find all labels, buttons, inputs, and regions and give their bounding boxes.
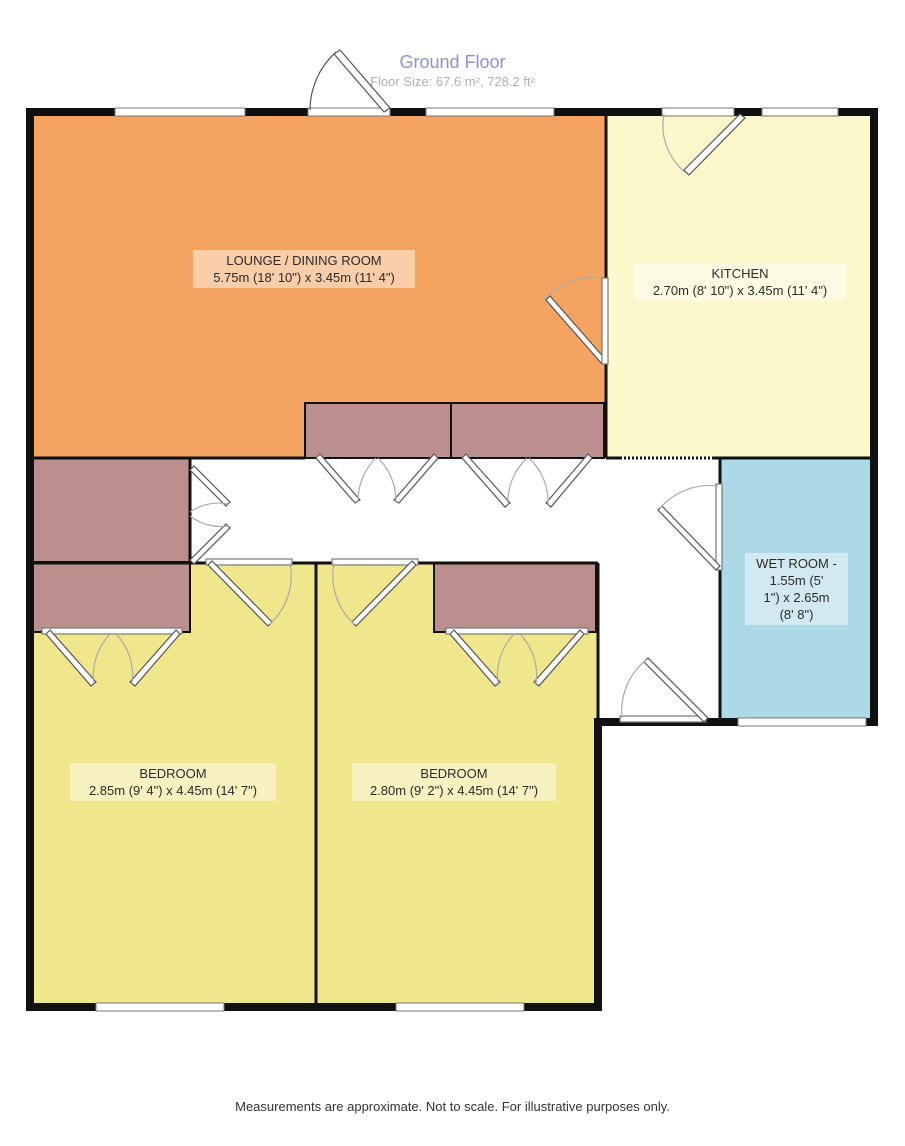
wet-room-area (720, 458, 874, 722)
front-door-opening (307, 107, 391, 117)
room-size: 2.70m (8' 10") x 3.45m (11' 4") (652, 283, 828, 298)
cupboard (31, 457, 191, 563)
cupboard (304, 402, 452, 459)
room-name: BEDROOM (139, 766, 207, 781)
cupboard (433, 562, 597, 633)
kitchen-area (606, 112, 874, 458)
room-size: 2.85m (9' 4") x 4.45m (14' 7") (88, 783, 258, 798)
room-name: LOUNGE / DINING ROOM (226, 253, 382, 268)
lounge-label: LOUNGE / DINING ROOM 5.75m (18' 10") x 3… (193, 250, 415, 288)
room-name: KITCHEN (711, 266, 769, 281)
cupboard (31, 562, 191, 633)
room-size: 1.55m (5' (769, 573, 824, 588)
room-size: 2.80m (9' 2") x 4.45m (14' 7") (369, 783, 539, 798)
room-size: 1") x 2.65m (763, 590, 830, 605)
doors (41, 49, 746, 723)
bedroom1-label: BEDROOM 2.85m (9' 4") x 4.45m (14' 7") (70, 763, 276, 801)
wet-room-label: WET ROOM - 1.55m (5' 1") x 2.65m (8' 8") (745, 553, 848, 625)
kitchen-label: KITCHEN 2.70m (8' 10") x 3.45m (11' 4") (634, 263, 846, 301)
room-name: WET ROOM - (756, 556, 837, 571)
room-name: BEDROOM (420, 766, 488, 781)
room-size: (8' 8") (779, 607, 814, 622)
lounge-area (30, 112, 606, 458)
cupboard (450, 402, 605, 459)
floor-title: Ground Floor (399, 52, 506, 72)
floor-size: Floor Size: 67.6 m², 728.2 ft² (370, 74, 535, 89)
windows (95, 107, 867, 1012)
bedroom2-label: BEDROOM 2.80m (9' 2") x 4.45m (14' 7") (352, 763, 556, 801)
disclaimer: Measurements are approximate. Not to sca… (235, 1099, 670, 1114)
room-size: 5.75m (18' 10") x 3.45m (11' 4") (213, 270, 395, 285)
